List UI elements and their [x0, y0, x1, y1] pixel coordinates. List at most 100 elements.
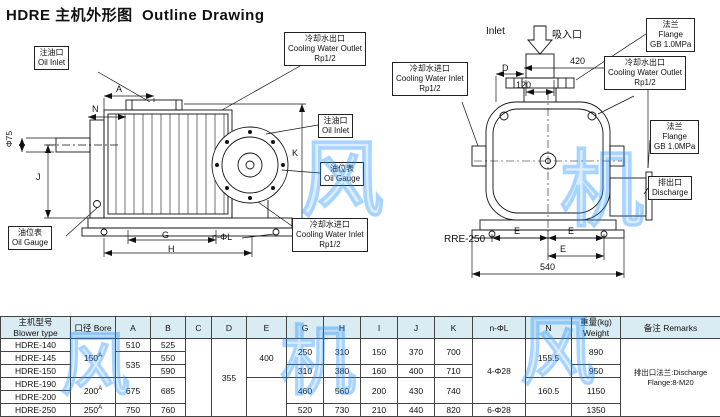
- callout-text-zh: 冷却水进口: [296, 220, 364, 230]
- cell-H: 730: [324, 404, 361, 417]
- cell-n-phi-L: 6-Φ28: [473, 404, 526, 417]
- bore-superscript: A: [98, 353, 102, 359]
- cell-N: 160.5: [526, 378, 572, 404]
- callout-text-en: Flange: [654, 132, 695, 142]
- callout-text-zh: 冷却水出口: [608, 58, 682, 68]
- dim-label-E3: E: [560, 244, 566, 254]
- cell-n-phi-L: 4-Φ28: [473, 339, 526, 404]
- dim-label-A: A: [116, 84, 122, 94]
- callout-text-spec: GB 1.0MPa: [650, 40, 691, 50]
- inlet-label-en: Inlet: [486, 26, 505, 37]
- dim-label-N: N: [92, 104, 99, 114]
- header-text-zh: 主机型号: [2, 317, 69, 327]
- cell-I: 200: [361, 378, 398, 404]
- callout-text-en: Discharge: [652, 188, 688, 198]
- dim-label-E1: E: [514, 226, 520, 236]
- callout-text-zh: 油位表: [12, 228, 48, 238]
- callout-text-en: Oil Inlet: [322, 126, 349, 136]
- cell-J: 400: [398, 365, 435, 378]
- cell-B: 550: [151, 352, 186, 365]
- callout-text-zh: 冷却水出口: [288, 34, 362, 44]
- bore-superscript: A: [98, 405, 102, 411]
- cell-H: 310: [324, 339, 361, 365]
- cell-model: HDRE-150: [1, 365, 71, 378]
- callout-text-size: Rp1/2: [288, 54, 362, 64]
- table-row: HDRE-250 250A 750 760 520 730 210 440 82…: [1, 404, 720, 417]
- cell-J: 440: [398, 404, 435, 417]
- callout-text-en: Flange: [650, 30, 691, 40]
- cell-B: 525: [151, 339, 186, 352]
- callout-text-zh: 排出口: [652, 178, 688, 188]
- cell-N: 155.5: [526, 339, 572, 378]
- cell-B: 685: [151, 378, 186, 404]
- cell-I: 150: [361, 339, 398, 365]
- cell-B: 590: [151, 365, 186, 378]
- dim-label-G: G: [162, 230, 169, 240]
- cell-K: 700: [435, 339, 473, 365]
- col-header-H: H: [324, 317, 361, 339]
- callout-text-size: Rp1/2: [296, 240, 364, 250]
- cell-weight: 950: [572, 365, 621, 378]
- callout-text-zh: 注油口: [38, 48, 65, 58]
- cell-A: 535: [116, 352, 151, 378]
- col-header-weight: 重量(kg) Weight: [572, 317, 621, 339]
- cell-bore: 150A: [71, 339, 116, 378]
- cell-I: 210: [361, 404, 398, 417]
- table-header-row: 主机型号 Blower type 口径 Bore A B C D E G H I…: [1, 317, 720, 339]
- callout-text-en: Cooling Water Outlet: [608, 68, 682, 78]
- dim-label-D: D: [502, 63, 509, 73]
- model-label: RRE-250: [444, 234, 485, 245]
- callout-cooling-water-outlet-right-view: 冷却水出口 Cooling Water Outlet Rp1/2: [604, 56, 686, 90]
- callout-text-zh: 法兰: [650, 20, 691, 30]
- callout-text-zh: 法兰: [654, 122, 695, 132]
- bore-value: 150: [84, 353, 98, 363]
- cell-model: HDRE-250: [1, 404, 71, 417]
- cell-K: 710: [435, 365, 473, 378]
- header-text-zh: 重量(kg): [573, 317, 619, 327]
- header-text-en: Blower type: [2, 328, 69, 338]
- header-text-en: Weight: [573, 328, 619, 338]
- callout-oil-inlet-top: 注油口 Oil Inlet: [34, 46, 69, 70]
- col-header-B: B: [151, 317, 186, 339]
- dim-label-shaft-diameter: Φ75: [4, 124, 14, 154]
- callout-cooling-water-inlet-right-view: 冷却水进口 Cooling Water Inlet Rp1/2: [392, 62, 468, 96]
- cell-weight: 890: [572, 339, 621, 365]
- cell-C-empty: [186, 339, 212, 417]
- header-text-en: Remarks: [663, 323, 697, 333]
- header-text-en: Bore: [94, 323, 112, 333]
- col-header-D: D: [212, 317, 247, 339]
- cell-A: 750: [116, 404, 151, 417]
- callout-cooling-water-inlet-left-view: 冷却水进口 Cooling Water Inlet Rp1/2: [292, 218, 368, 252]
- cell-J: 370: [398, 339, 435, 365]
- table-row: HDRE-140 150A 510 525 355 400 250 310 15…: [1, 339, 720, 352]
- col-header-E: E: [247, 317, 287, 339]
- cell-N-empty: [526, 404, 572, 417]
- callout-oil-gauge-left: 油位表 Oil Gauge: [8, 226, 52, 250]
- cell-H: 380: [324, 365, 361, 378]
- col-header-n-phi-L: n-ΦL: [473, 317, 526, 339]
- bore-value: 200: [84, 386, 98, 396]
- dim-label-n-phi-L: n-ΦL: [212, 232, 232, 242]
- bore-value: 250: [84, 405, 98, 415]
- cell-E: 400: [247, 339, 287, 378]
- cell-bore: 250A: [71, 404, 116, 417]
- cell-bore: 200A: [71, 378, 116, 404]
- callout-flange-top: 法兰 Flange GB 1.0MPa: [646, 18, 695, 52]
- callout-text-en: Cooling Water Inlet: [396, 74, 464, 84]
- cell-remarks: 排出口法兰:Discharge Flange:8-M20: [621, 339, 720, 417]
- dim-label-120: 120: [516, 80, 531, 90]
- cell-weight: 1150: [572, 378, 621, 404]
- col-header-A: A: [116, 317, 151, 339]
- header-text-zh: 备注: [644, 323, 661, 333]
- dim-label-420: 420: [570, 56, 585, 66]
- cell-model: HDRE-145: [1, 352, 71, 365]
- cell-B: 760: [151, 404, 186, 417]
- callout-cooling-water-outlet-left-view: 冷却水出口 Cooling Water Outlet Rp1/2: [284, 32, 366, 66]
- callout-text-zh: 冷却水进口: [396, 64, 464, 74]
- col-header-bore: 口径 Bore: [71, 317, 116, 339]
- col-header-G: G: [287, 317, 324, 339]
- cell-K: 820: [435, 404, 473, 417]
- cell-I: 160: [361, 365, 398, 378]
- callout-discharge: 排出口 Discharge: [648, 176, 692, 200]
